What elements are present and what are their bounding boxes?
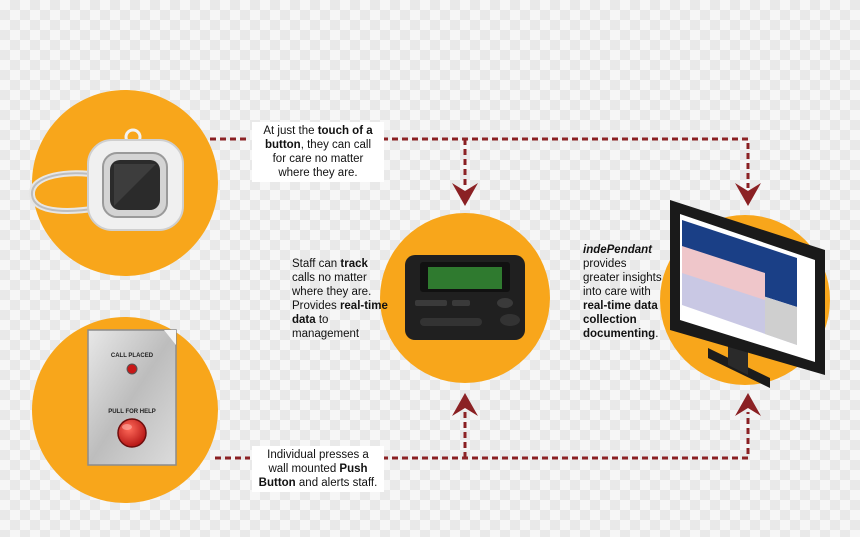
arrow-down-monitor-icon — [735, 183, 761, 206]
call-placed-label: CALL PLACED — [111, 353, 154, 359]
pushbutton-caption-text-1: Individual presses a wall mounted — [267, 449, 369, 475]
pull-for-help-label: PULL FOR HELP — [108, 409, 156, 415]
staff-caption-bold-1: track — [340, 258, 368, 270]
connectors — [210, 137, 750, 460]
staff-caption-text-2: calls no matter where they are. Provides — [292, 272, 372, 312]
screen-header-bar — [682, 220, 797, 307]
wall-push-button-icon: CALL PLACED PULL FOR HELP — [87, 329, 177, 466]
pendant-caption-text-1: At just the — [263, 125, 318, 137]
pendant-icon — [29, 128, 184, 231]
independant-brand: indePendant — [583, 244, 653, 256]
pendant-caption-text-2: , they can call for care no matter where… — [272, 139, 372, 179]
bottom-connector — [215, 412, 750, 460]
staff-caption-text-1: Staff can — [292, 258, 341, 270]
independant-caption-bold: real-time data collection documenting — [583, 300, 658, 340]
staff-caption-text-3: to management — [292, 314, 360, 340]
indicator-light — [126, 363, 138, 375]
pushbutton-caption: Individual presses a wall mounted Push B… — [252, 446, 384, 492]
arrow-up-monitor-icon — [735, 393, 761, 416]
independant-caption-text-1: provides greater insights into care with — [583, 258, 662, 298]
arrowheads — [452, 183, 761, 416]
independant-caption: indePendant provides greater insights in… — [583, 243, 663, 341]
staff-caption-bold-2: real-time data — [292, 300, 388, 326]
staff-caption: Staff can track calls no matter where th… — [292, 257, 392, 341]
top-connector — [210, 137, 750, 188]
arrow-up-pager-icon — [452, 393, 478, 416]
pendant-caption-bold: touch of a button — [264, 125, 373, 151]
independant-caption-text-2: . — [655, 328, 659, 340]
pager-icon — [405, 255, 525, 340]
pushbutton-caption-bold: Push Button — [258, 463, 368, 489]
pushbutton-caption-text-2: and alerts staff. — [295, 477, 378, 489]
pendant-caption: At just the touch of a button, they can … — [252, 122, 384, 182]
arrow-down-pager-icon — [452, 183, 478, 206]
monitor-icon — [670, 200, 825, 388]
red-pull-button — [117, 418, 147, 448]
